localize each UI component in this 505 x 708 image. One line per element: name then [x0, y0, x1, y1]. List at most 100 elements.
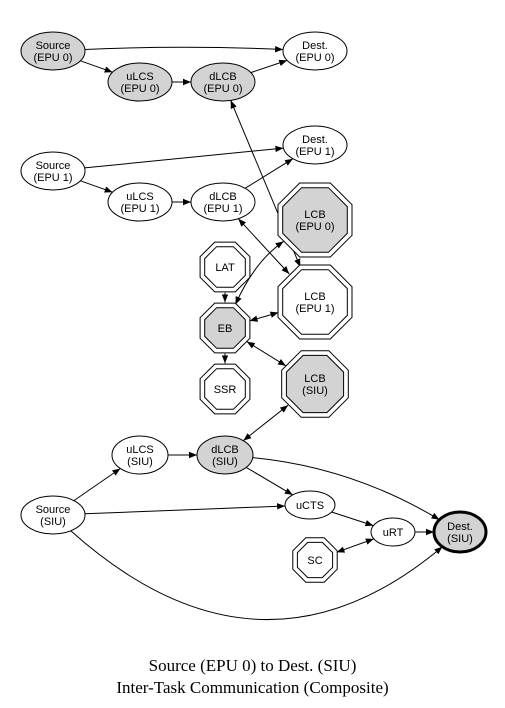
edge-dlcb0-dst0	[250, 59, 288, 74]
node-label-dlcb0-0: dLCB	[209, 71, 237, 83]
edge-sc-urt	[336, 538, 374, 553]
node-ucts: uCTS	[284, 490, 336, 520]
node-label-ulcs1-0: uLCS	[126, 191, 154, 203]
node-label-dst0-0: Dest.	[302, 40, 328, 52]
node-ulcss: uLCS(SIU)	[111, 435, 169, 475]
edge-srcs-ulcss	[73, 468, 121, 502]
node-shape-ulcs0	[107, 62, 173, 102]
node-label-urt-0: uRT	[383, 527, 404, 539]
edge-src0-dst0	[84, 45, 284, 53]
node-inner-lcb0	[282, 187, 348, 253]
node-label-dsts-0: Dest.	[447, 521, 473, 533]
edge-eb-lcbs	[246, 341, 287, 367]
node-shape-dlcbs	[196, 435, 254, 475]
caption-line-2: Inter-Task Communication (Composite)	[116, 678, 389, 697]
node-label-lcbs-1: (SIU)	[302, 385, 328, 397]
node-inner-sc	[296, 541, 334, 579]
node-shape-src1	[20, 151, 86, 191]
node-srcs: Source(SIU)	[20, 495, 86, 535]
node-shape-dst0	[282, 31, 348, 71]
node-inner-lcbs	[285, 354, 345, 414]
node-label-ulcs0-0: uLCS	[126, 71, 154, 83]
node-dst1: Dest.(EPU 1)	[282, 125, 348, 165]
node-shape-dlcb0	[190, 62, 256, 102]
node-lat: LAT	[199, 241, 251, 293]
node-label-lcb0-0: LCB	[304, 209, 325, 221]
node-label-ulcs0-1: (EPU 0)	[120, 83, 159, 95]
node-label-dlcbs-0: dLCB	[211, 444, 239, 456]
node-shape-urt	[370, 517, 416, 547]
node-dlcbs: dLCB(SIU)	[196, 435, 254, 475]
node-ulcs0: uLCS(EPU 0)	[107, 62, 173, 102]
node-label-ulcs1-1: (EPU 1)	[120, 203, 159, 215]
node-shape-src0	[20, 31, 86, 71]
node-label-srcs-1: (SIU)	[40, 516, 66, 528]
node-urt: uRT	[370, 517, 416, 547]
nodes-layer: Source(EPU 0)Dest.(EPU 0)uLCS(EPU 0)dLCB…	[20, 31, 488, 583]
node-dsts: Dest.(SIU)	[432, 510, 488, 554]
node-lcb1: LCB(EPU 1)	[277, 264, 353, 340]
edge-src1-dst1	[84, 145, 284, 169]
node-label-src0-1: (EPU 0)	[33, 52, 72, 64]
node-ssr: SSR	[199, 363, 251, 415]
edge-src0-ulcs0	[80, 60, 113, 73]
node-shape-ulcss	[111, 435, 169, 475]
node-label-eb-0: EB	[218, 323, 233, 335]
edge-dlcbs-ucts	[245, 466, 294, 496]
node-shape-dsts	[432, 510, 488, 554]
node-label-src0-0: Source	[36, 40, 71, 52]
node-inner-lcb1	[282, 269, 348, 335]
node-shape-srcs	[20, 495, 86, 535]
edge-eb-lcb1	[249, 311, 279, 322]
edge-srcs-ucts	[84, 503, 286, 515]
node-label-lcbs-0: LCB	[304, 373, 325, 385]
edge-dlcbs-lcbs	[242, 404, 289, 441]
node-label-src1-0: Source	[36, 160, 71, 172]
node-label-lcb1-0: LCB	[304, 291, 325, 303]
node-label-dst0-1: (EPU 0)	[295, 52, 334, 64]
edge-srcs-dsts	[70, 530, 443, 620]
edge-ucts-urt	[331, 511, 374, 527]
node-src1: Source(EPU 1)	[20, 151, 86, 191]
node-label-lcb1-1: (EPU 1)	[295, 303, 334, 315]
node-label-ulcss-1: (SIU)	[127, 456, 153, 468]
node-label-dst1-0: Dest.	[302, 134, 328, 146]
node-label-sc-0: SC	[307, 555, 322, 567]
node-label-dlcb1-0: dLCB	[209, 191, 237, 203]
caption-line-1: Source (EPU 0) to Dest. (SIU)	[148, 656, 357, 675]
edges-layer	[70, 45, 443, 620]
edge-dlcb1-dst1	[244, 158, 294, 189]
node-inner-ssr	[204, 368, 246, 410]
node-label-ulcss-0: uLCS	[126, 444, 154, 456]
node-shape-ulcs1	[107, 182, 173, 222]
node-dst0: Dest.(EPU 0)	[282, 31, 348, 71]
node-label-lcb0-1: (EPU 0)	[295, 221, 334, 233]
node-label-ucts-0: uCTS	[296, 500, 324, 512]
node-label-srcs-0: Source	[36, 504, 71, 516]
node-label-dsts-1: (SIU)	[447, 533, 473, 545]
node-label-dlcbs-1: (SIU)	[212, 456, 238, 468]
node-inner-eb	[204, 307, 246, 349]
node-shape-dst1	[282, 125, 348, 165]
node-dlcb1: dLCB(EPU 1)	[190, 182, 256, 222]
node-label-lat-0: LAT	[215, 262, 235, 274]
node-label-dlcb0-1: (EPU 0)	[203, 83, 242, 95]
node-lcb0: LCB(EPU 0)	[277, 182, 353, 258]
node-label-src1-1: (EPU 1)	[33, 172, 72, 184]
node-label-dst1-1: (EPU 1)	[295, 146, 334, 158]
edge-src1-ulcs1	[80, 180, 113, 193]
node-shape-ucts	[284, 490, 336, 520]
node-dlcb0: dLCB(EPU 0)	[190, 62, 256, 102]
edge-dlcbs-dsts	[252, 457, 440, 521]
node-shape-dlcb1	[190, 182, 256, 222]
node-label-dlcb1-1: (EPU 1)	[203, 203, 242, 215]
node-eb: EB	[199, 302, 251, 354]
node-src0: Source(EPU 0)	[20, 31, 86, 71]
node-lcbs: LCB(SIU)	[281, 350, 349, 418]
node-ulcs1: uLCS(EPU 1)	[107, 182, 173, 222]
edge-eb-lcb0	[234, 240, 284, 305]
node-label-ssr-0: SSR	[214, 384, 237, 396]
node-inner-lat	[204, 246, 246, 288]
node-sc: SC	[292, 537, 338, 583]
